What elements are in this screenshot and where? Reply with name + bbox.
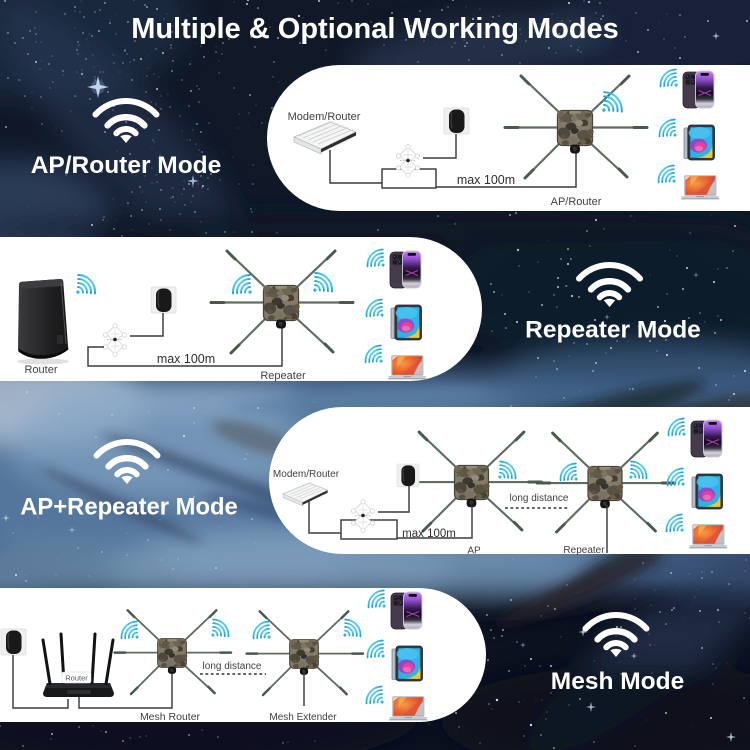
svg-text:Repeater: Repeater <box>260 370 306 382</box>
svg-text:max 100m: max 100m <box>402 528 456 540</box>
svg-text:AP/Router Mode: AP/Router Mode <box>31 152 222 179</box>
svg-text:Repeater Mode: Repeater Mode <box>525 317 701 344</box>
svg-text:Modem/Router: Modem/Router <box>273 469 340 480</box>
svg-text:Repeater: Repeater <box>563 545 605 556</box>
svg-text:AP/Router: AP/Router <box>551 196 602 208</box>
svg-text:long distance: long distance <box>203 661 262 672</box>
svg-text:max 100m: max 100m <box>157 352 215 366</box>
svg-text:Mesh Router: Mesh Router <box>140 711 201 723</box>
svg-text:Modem/Router: Modem/Router <box>288 111 361 123</box>
svg-text:Mesh Mode: Mesh Mode <box>551 668 684 695</box>
svg-text:long distance: long distance <box>510 493 569 504</box>
svg-text:Multiple & Optional Working Mo: Multiple & Optional Working Modes <box>131 13 619 45</box>
svg-text:max 100m: max 100m <box>457 173 515 187</box>
svg-text:AP+Repeater Mode: AP+Repeater Mode <box>20 494 238 521</box>
svg-text:Mesh Extender: Mesh Extender <box>269 712 337 723</box>
svg-text:Router: Router <box>24 364 57 376</box>
svg-text:AP: AP <box>467 546 481 557</box>
